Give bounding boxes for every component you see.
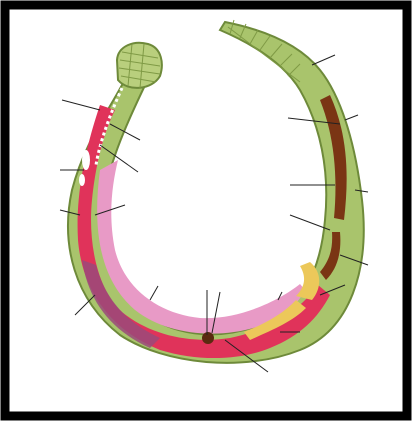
dark-spot bbox=[202, 332, 214, 344]
